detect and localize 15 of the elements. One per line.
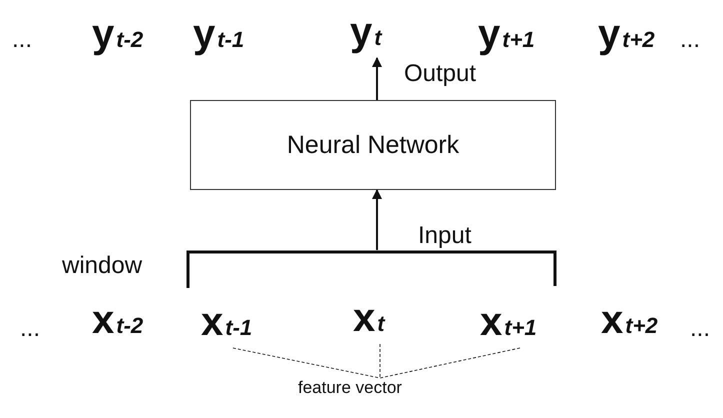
- ellipsis: ...: [690, 315, 710, 344]
- bracket-label: window: [62, 252, 142, 281]
- dashed-line: [380, 348, 520, 378]
- edge-label: Output: [404, 60, 476, 89]
- dashed-line: [232, 348, 380, 378]
- box-label: Neural Network: [286, 130, 460, 160]
- edge-label: Input: [418, 222, 472, 251]
- process-box: [190, 100, 556, 190]
- ellipsis: ...: [20, 315, 40, 344]
- node-text: feature vector: [298, 378, 402, 398]
- window-bracket: [186, 250, 557, 288]
- arrow: [372, 57, 382, 100]
- ellipsis: ...: [12, 26, 32, 55]
- arrow: [372, 189, 382, 250]
- ellipsis: ...: [680, 26, 700, 55]
